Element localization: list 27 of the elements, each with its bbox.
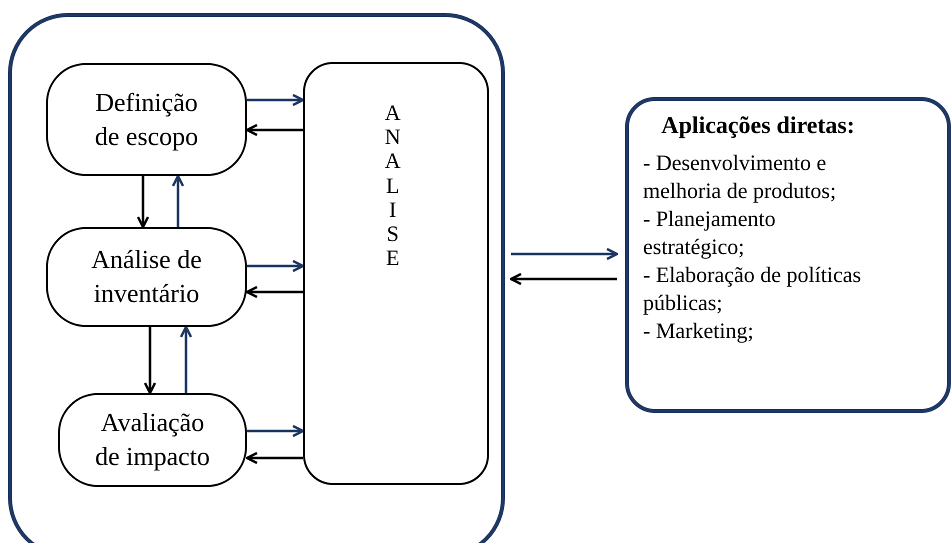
arrow [247,424,304,438]
arrow [510,272,617,286]
vertical-label: ANALISE [384,101,408,270]
arrow [246,286,303,298]
arrow [246,452,303,464]
arrow [247,260,304,272]
process-box [303,62,489,485]
process-label: Definição de escopo [94,86,200,152]
arrow [511,248,618,260]
info-box [625,97,951,413]
arrow [144,327,156,394]
process-label: Análise de inventário [90,244,203,310]
process-box [58,393,247,487]
process-box [46,63,247,176]
list-item: - Elaboração de políticas públicas; [643,261,862,318]
arrow [180,326,192,393]
process-label: Avaliação de impacto [94,407,211,473]
box-heading: Aplicações diretas: [660,112,856,141]
arrow [246,124,303,136]
arrow [136,176,150,228]
arrow [247,94,304,106]
process-box [46,227,247,327]
arrow [172,174,184,227]
list-item: - Desenvolvimento e melhoria de produtos; [643,149,838,206]
list-item: - Marketing; [643,317,755,346]
container-box [8,13,505,543]
list-item: - Planejamento estratégico; [643,205,777,262]
